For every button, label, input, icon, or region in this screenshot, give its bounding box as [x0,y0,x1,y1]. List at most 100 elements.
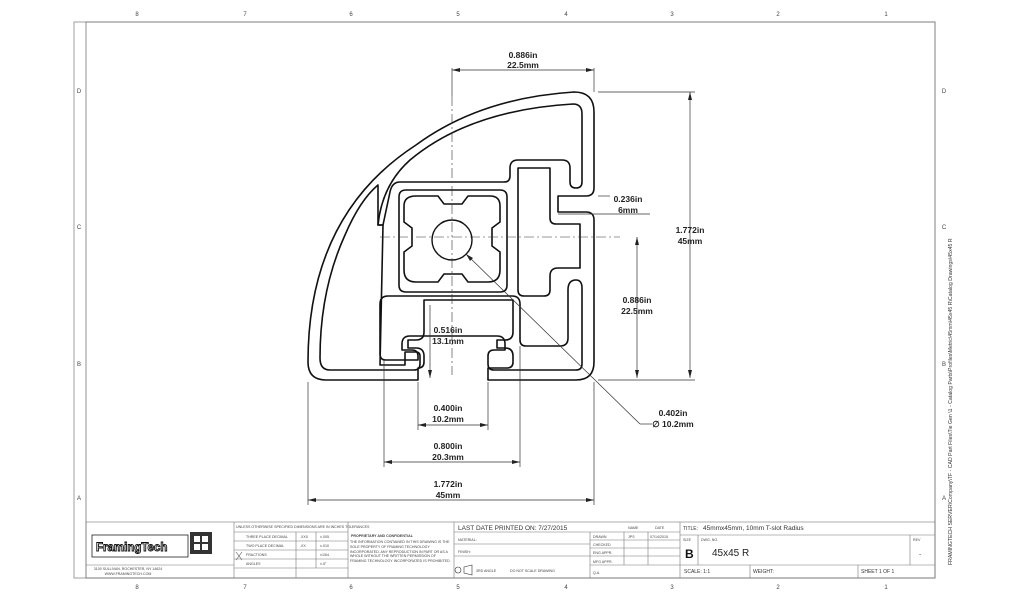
address-line-1: 3100 SULLIVAN, ROCHESTER, NY 14624 [94,567,163,571]
zone-row-label: B [942,362,946,368]
tol-row2-format: .XX [300,544,306,548]
dim-slot-inner-in: 0.800in [434,441,463,451]
tol-row2-value: ±.010 [320,544,329,548]
zone-column-label: 2 [776,585,780,591]
scale-label: SCALE: 1:1 [684,569,710,575]
zone-column-labels: 8 8 7 7 6 6 5 5 4 4 3 3 2 2 1 1 [135,12,888,591]
zone-row-label: C [942,225,947,231]
dim-bore-in: 0.402in [659,408,688,418]
dwg-no-label: DWG. NO. [701,538,718,542]
finish-label: FINISH: [458,550,471,554]
zone-column-label: 6 [349,585,353,591]
zone-column-label: 1 [884,585,888,591]
center-lines [380,96,620,375]
profile-inner-top-chamber [377,103,583,226]
tol-row3-value: ±1/64 [320,553,329,557]
dim-width-mm: 45mm [436,490,461,500]
zone-column-label: 4 [564,12,568,18]
checked-label: CHECKED [593,543,611,547]
logo-profile-icon [190,532,212,554]
zone-row-label: A [942,496,946,502]
proprietary-text-box: THE INFORMATION CONTAINED IN THIS DRAWIN… [350,540,451,564]
dimension-labels: 0.886in 22.5mm 0.236in 6mm 1.772in 45mm … [432,50,704,500]
zone-column-label: 5 [456,12,460,18]
dim-bore-mm: ∅ 10.2mm [652,419,694,429]
zone-row-label: D [942,89,947,95]
tolerance-x-mark [235,551,243,561]
dim-lip-mm: 13.1mm [432,336,464,346]
zone-column-label: 3 [670,585,674,591]
material-label: MATERIAL: [458,538,477,542]
profile-bottom-slot [379,279,583,371]
rev-label: REV [913,538,921,542]
dim-slot-depth-mm: 6mm [618,205,638,215]
zone-column-label: 6 [349,12,353,18]
tol-row2-label: TWO PLACE DECIMAL [246,544,284,548]
sheet-label: SHEET 1 OF 1 [861,569,894,575]
mfg-appr-label: MFG APPR. [593,560,613,564]
dim-half-height-in: 0.886in [623,295,652,305]
file-path-label: FRAMINGTECH SERVER\Company\TF - CAD Part… [948,238,954,565]
profile-core [398,189,508,293]
zone-column-label: 7 [243,585,247,591]
tol-row1-label: THREE PLACE DECIMAL [246,535,288,539]
date-header: DATE [655,526,665,530]
zone-row-label: C [77,225,82,231]
tol-row1-format: .XXX [300,535,309,539]
zone-column-label: 8 [135,585,139,591]
dim-half-height-mm: 22.5mm [621,306,653,316]
dim-slot-opening-mm: 10.2mm [432,414,464,424]
weight-label: WEIGHT: [753,569,774,575]
tol-row3-label: FRACTIONS [246,553,267,557]
dim-width-in: 1.772in [434,479,463,489]
tol-row4-label: ANGLES [246,562,261,566]
logo-text: FramingTech [96,542,167,554]
framingtech-logo: FramingTech [91,532,212,558]
profile-inner-right-chamber [517,167,581,297]
tol-row1-value: ±.005 [320,535,329,539]
zone-column-label: 8 [135,12,139,18]
dim-lip-in: 0.516in [434,325,463,335]
dim-top-width-in: 0.886in [509,50,538,60]
dimension-lines [307,68,695,505]
last-printed: LAST DATE PRINTED ON: 7/27/2015 [458,525,568,532]
address-line-2: WWW.FRAMINGTECH.COM [105,572,152,576]
tolerance-header: UNLESS OTHERWISE SPECIFIED DIMENSIONS AR… [236,525,370,529]
eng-appr-label: ENG APPR. [593,551,612,555]
rev-value: - [919,551,921,558]
zone-row-labels: D D C C B B A A [77,89,947,502]
drawing-title: 45mmx45mm, 10mm T-slot Radius [703,525,804,532]
profile-center-bore [403,195,501,283]
dim-slot-depth-in: 0.236in [614,194,643,204]
zone-row-label: A [77,496,81,502]
proprietary-text: THE INFORMATION CONTAINED IN THIS DRAWIN… [350,540,451,564]
zone-row-label: B [77,362,81,368]
drawn-name: JPS [628,535,635,539]
drawn-date: 07/14/2015 [650,535,668,539]
zone-column-label: 4 [564,585,568,591]
zone-row-label: D [77,89,82,95]
do-not-scale-label: DO NOT SCALE DRAWING [510,569,555,573]
drawn-label: DRAWN [593,535,607,539]
dimension-arrows [308,68,692,502]
zone-column-label: 1 [884,12,888,18]
zone-column-label: 2 [776,12,780,18]
dim-top-width-mm: 22.5mm [507,60,539,70]
qa-label: Q.A. [593,571,600,575]
third-angle-icon [454,564,473,576]
dim-slot-inner-mm: 20.3mm [432,452,464,462]
title-label: TITLE: [683,526,698,532]
dim-slot-opening-in: 0.400in [434,403,463,413]
title-block [85,521,936,579]
dwg-no-value: 45x45 R [712,548,749,559]
zone-column-label: 5 [456,585,460,591]
size-value: B [685,547,694,561]
dim-height-in: 1.772in [676,225,705,235]
name-header: NAME [628,526,639,530]
third-angle-label: 3RD ANGLE [476,569,497,573]
zone-column-label: 7 [243,12,247,18]
size-label: SIZE [683,538,692,542]
zone-column-label: 3 [670,12,674,18]
profile-inner-left-chamber [319,184,421,371]
